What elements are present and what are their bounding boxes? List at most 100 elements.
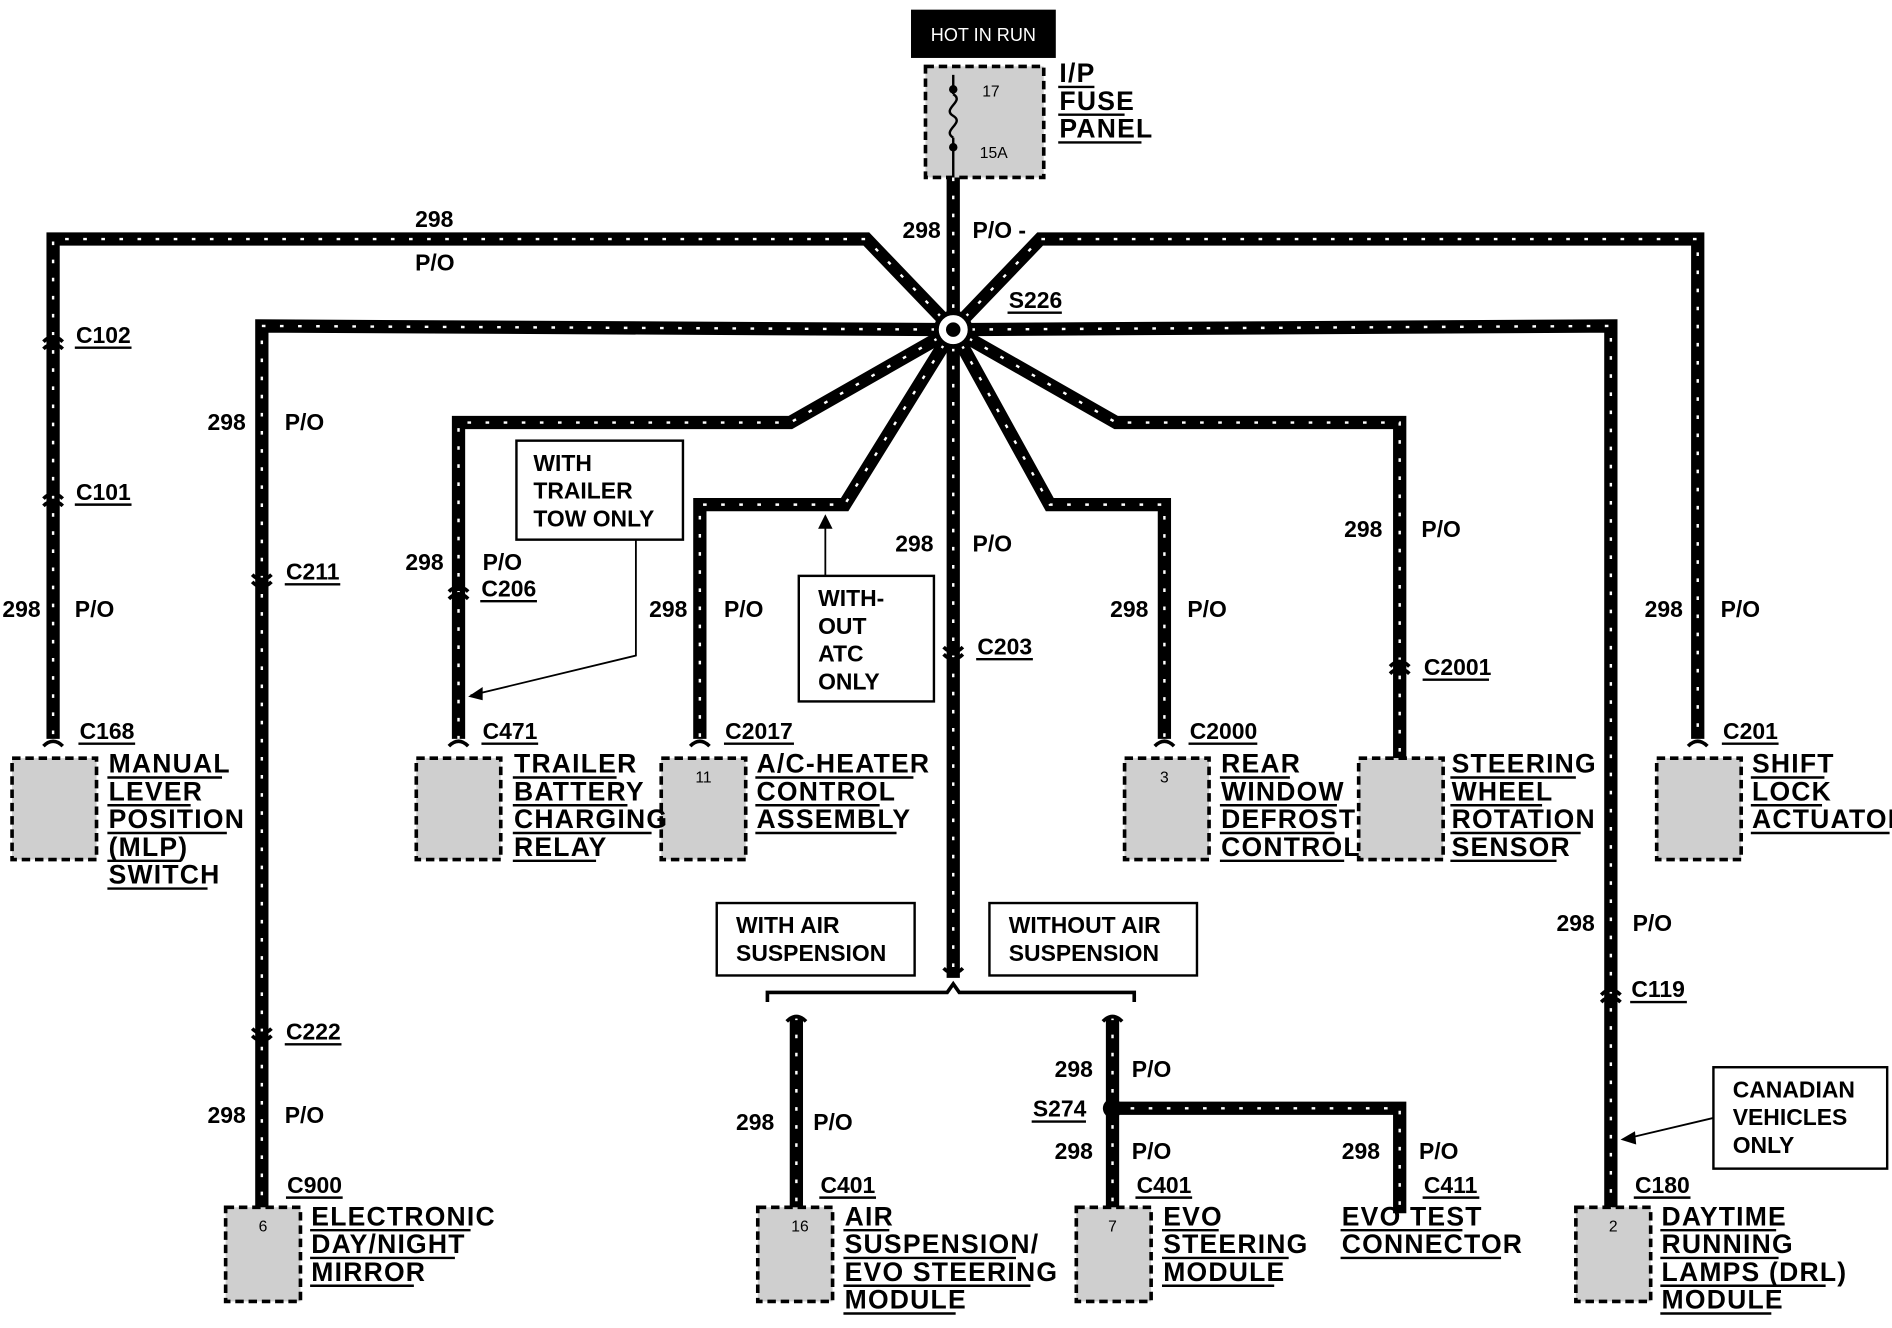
note-with-air: WITH AIR SUSPENSION [715,901,916,977]
svg-text:TOW ONLY: TOW ONLY [533,505,654,531]
svg-text:DAYTIME: DAYTIME [1662,1201,1787,1231]
svg-text:SENSOR: SENSOR [1452,832,1571,862]
svg-text:TRAILER: TRAILER [533,478,633,504]
conn-c2017: C2017 [725,718,793,744]
component-descriptions: MANUAL LEVER POSITION (MLP) SWITCH TRAIL… [109,749,1892,1315]
svg-text:A/C-HEATER: A/C-HEATER [757,749,931,779]
svg-text:P/O: P/O [813,1109,852,1135]
svg-text:P/O: P/O [1187,596,1226,622]
note-without-air: WITHOUT AIR SUSPENSION [988,901,1199,977]
svg-text:CHARGING: CHARGING [514,804,668,834]
svg-text:298: 298 [1645,596,1683,622]
svg-text:298: 298 [1344,516,1382,542]
svg-text:P/O: P/O [483,549,522,575]
svg-text:ONLY: ONLY [818,668,880,694]
svg-text:P/O: P/O [415,249,454,275]
svg-text:CANADIAN: CANADIAN [1733,1076,1855,1102]
svg-text:P/O: P/O [75,596,114,622]
svg-text:P/O: P/O [1421,516,1460,542]
svg-text:P/O: P/O [1721,596,1760,622]
svg-text:REAR: REAR [1221,749,1301,779]
svg-text:MODULE: MODULE [845,1285,967,1315]
conn-c401-b: C401 [1137,1172,1192,1198]
svg-text:WINDOW: WINDOW [1221,776,1345,806]
svg-text:MODULE: MODULE [1163,1257,1285,1287]
svg-text:ROTATION: ROTATION [1452,804,1596,834]
svg-text:P/O: P/O [1132,1138,1171,1164]
svg-text:SUSPENSION/: SUSPENSION/ [845,1229,1040,1259]
conn-c401-a: C401 [821,1172,876,1198]
svg-text:RELAY: RELAY [514,832,608,862]
pin-ac: 11 [695,769,711,786]
splice-s226 [933,310,973,349]
conn-c119: C119 [1631,976,1685,1002]
conn-c203: C203 [977,633,1032,659]
inline-connectors [42,335,1622,1043]
fuse-panel-line-3: PANEL [1059,114,1153,144]
svg-text:(MLP): (MLP) [109,832,189,862]
svg-text:298: 298 [895,531,933,557]
pin-drl: 2 [1609,1218,1618,1235]
svg-text:VEHICLES: VEHICLES [1733,1104,1848,1130]
svg-text:WHEEL: WHEEL [1452,776,1554,806]
svg-text:298: 298 [1342,1138,1380,1164]
conn-c206: C206 [481,575,536,601]
splice-s274 [1102,1098,1123,1118]
svg-text:ACTUATOR: ACTUATOR [1752,804,1892,834]
svg-text:SHIFT: SHIFT [1752,749,1835,779]
svg-text:OUT: OUT [818,613,866,639]
svg-text:P/O: P/O [1132,1056,1171,1082]
conn-c411: C411 [1424,1172,1478,1198]
svg-text:298: 298 [1110,596,1148,622]
option-brace [765,980,1137,1003]
conn-c168: C168 [80,718,135,744]
svg-text:LOCK: LOCK [1752,776,1832,806]
svg-text:ATC: ATC [818,641,863,667]
splice-s274-label: S274 [1033,1096,1087,1122]
svg-text:P/O: P/O [973,531,1012,557]
conn-c900: C900 [287,1172,342,1198]
svg-text:P/O: P/O [1633,910,1672,936]
hot-in-run-banner [911,9,1056,58]
conn-c180: C180 [1635,1172,1690,1198]
wire-harness [46,177,1705,1214]
svg-text:CONTROL: CONTROL [1221,832,1361,862]
svg-text:ELECTRONIC: ELECTRONIC [311,1201,496,1231]
splice-s226-label: S226 [1009,287,1063,313]
svg-text:EVO: EVO [1163,1201,1223,1231]
svg-text:WITH: WITH [533,450,592,476]
svg-text:P/O -: P/O - [973,217,1026,243]
svg-text:P/O: P/O [285,409,324,435]
conn-c101: C101 [76,479,131,505]
conn-c102: C102 [76,322,131,348]
hot-in-run-label: HOT IN RUN [931,25,1036,45]
svg-text:EVO TEST: EVO TEST [1342,1201,1483,1231]
wire-labels: 298 P/O 298 P/O - 298 P/O 298 P/O 298 P/… [2,206,1760,1164]
conn-c2001: C2001 [1424,654,1492,680]
note-canadian: CANADIAN VEHICLES ONLY [1620,1066,1889,1170]
svg-text:CONNECTOR: CONNECTOR [1342,1229,1523,1259]
svg-text:P/O: P/O [724,596,763,622]
svg-text:MODULE: MODULE [1662,1285,1784,1315]
note-trailer-tow: WITH TRAILER TOW ONLY [468,439,685,701]
svg-text:MIRROR: MIRROR [311,1257,426,1287]
svg-text:WITH AIR: WITH AIR [736,912,840,938]
svg-text:298: 298 [1055,1056,1093,1082]
fuse-panel-line-2: FUSE [1059,86,1135,116]
component-boxes [10,756,1743,1304]
svg-text:CONTROL: CONTROL [757,776,897,806]
svg-text:298: 298 [649,596,687,622]
svg-text:298: 298 [2,596,40,622]
svg-text:298: 298 [415,206,453,232]
pin-defrost: 3 [1160,769,1169,786]
note-without-atc: WITH- OUT ATC ONLY [797,514,936,703]
svg-text:298: 298 [208,409,246,435]
svg-text:298: 298 [208,1102,246,1128]
svg-text:MANUAL: MANUAL [109,749,231,779]
pin-air: 16 [791,1218,809,1235]
conn-c222: C222 [286,1018,341,1044]
svg-text:298: 298 [736,1109,774,1135]
svg-text:298: 298 [1055,1138,1093,1164]
svg-text:EVO STEERING: EVO STEERING [845,1257,1059,1287]
